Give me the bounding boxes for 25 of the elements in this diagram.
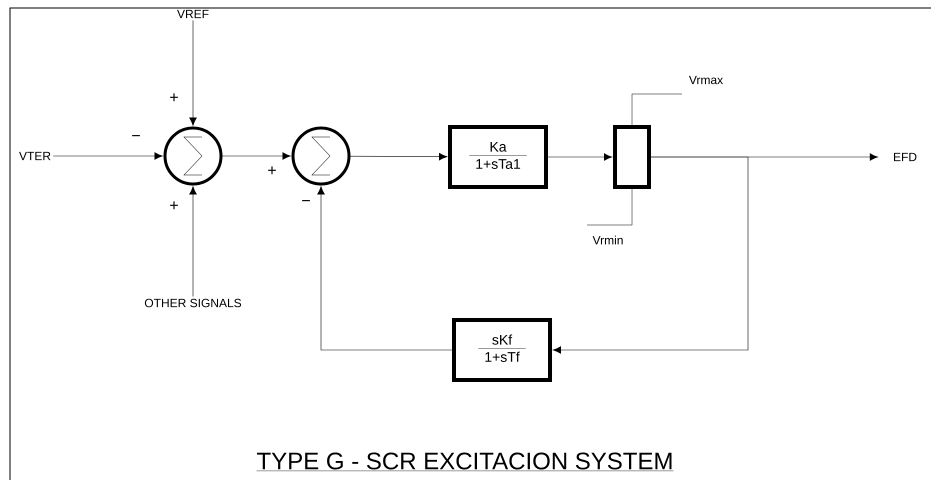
sign-label: + (170, 93, 178, 102)
limiter-box (613, 125, 651, 189)
transfer-function-block: Ka 1+sTa1 (448, 125, 548, 189)
arrow (222, 152, 291, 160)
limit-label: Vrmin (592, 236, 623, 244)
title: TYPE G - SCR EXCITACION SYSTEM (256, 452, 674, 472)
transfer-function-block: sKf 1+sTf (452, 318, 552, 382)
arrow (189, 186, 197, 297)
sign-label: + (268, 166, 276, 174)
sign-label: + (170, 201, 178, 210)
limit-label: Vrmax (688, 76, 723, 84)
arrow (317, 186, 452, 350)
signal-label: VTER (19, 152, 50, 160)
summing-junction (164, 126, 222, 186)
arrow (189, 20, 197, 126)
signal-label: EFD (894, 152, 916, 162)
arrow (52, 152, 163, 160)
signal-label: OTHER SIGNALS (144, 298, 242, 308)
signal-label: VREF (177, 10, 209, 18)
arrow (350, 152, 448, 160)
arrow (548, 153, 612, 161)
arrow (552, 156, 748, 354)
sign-label: − (302, 200, 310, 202)
sign-label: − (132, 135, 140, 136)
summing-junction (292, 126, 350, 186)
